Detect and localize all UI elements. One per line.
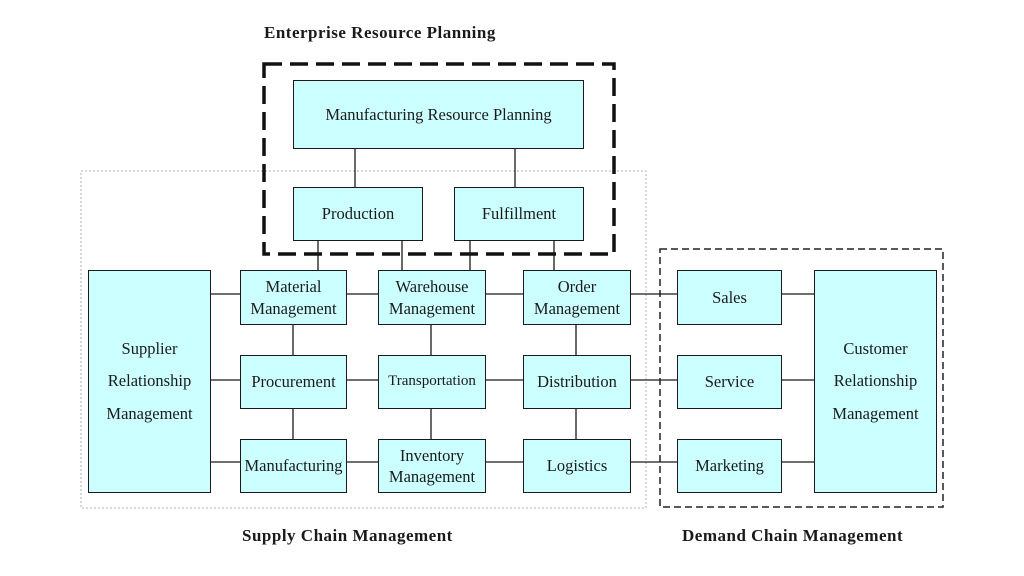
marketing-box-text: Marketing xyxy=(695,456,764,476)
srm-box-text-3: Management xyxy=(106,403,193,423)
warehouse-management-text-1: Warehouse xyxy=(395,277,469,297)
dcm-region-label: Demand Chain Management xyxy=(682,526,904,545)
marketing-box[interactable]: Marketing xyxy=(677,439,782,493)
production-box[interactable]: Production xyxy=(293,187,423,241)
warehouse-management-box[interactable]: Warehouse Management xyxy=(378,270,486,325)
crm-box-text-1: Customer xyxy=(843,339,908,359)
service-box[interactable]: Service xyxy=(677,355,782,409)
mrp-box[interactable]: Manufacturing Resource Planning xyxy=(293,80,584,149)
mrp-box-text: Manufacturing Resource Planning xyxy=(325,104,552,124)
material-management-text-1: Material xyxy=(265,277,322,297)
sales-box-text: Sales xyxy=(712,287,747,307)
srm-box[interactable]: Supplier Relationship Management xyxy=(88,270,211,493)
order-management-text-2: Management xyxy=(533,298,621,318)
distribution-box[interactable]: Distribution xyxy=(523,355,631,409)
service-box-text: Service xyxy=(704,372,755,392)
transportation-box[interactable]: Transportation xyxy=(378,355,486,409)
inventory-management-text-2: Management xyxy=(388,467,476,486)
logistics-box-text: Logistics xyxy=(546,456,608,476)
erp-region-label: Enterprise Resource Planning xyxy=(264,23,496,42)
transportation-box-text: Transportation xyxy=(388,373,476,390)
srm-box-text-1: Supplier xyxy=(121,339,178,359)
crm-box[interactable]: Customer Relationship Management xyxy=(814,270,937,493)
procurement-box[interactable]: Procurement xyxy=(240,355,347,409)
procurement-box-text: Procurement xyxy=(251,372,336,392)
order-management-text-1: Order xyxy=(557,277,597,297)
manufacturing-box-text: Manufacturing xyxy=(244,456,343,476)
logistics-box[interactable]: Logistics xyxy=(523,439,631,493)
warehouse-management-text-2: Management xyxy=(388,298,476,318)
material-management-box[interactable]: Material Management xyxy=(240,270,347,325)
crm-box-text-2: Relationship xyxy=(833,371,918,391)
fulfillment-box[interactable]: Fulfillment xyxy=(454,187,584,241)
inventory-management-box[interactable]: Inventory Management xyxy=(378,439,486,493)
scm-region-border xyxy=(80,170,647,509)
distribution-box-text: Distribution xyxy=(537,372,617,392)
material-management-text-2: Management xyxy=(250,298,337,318)
sales-box[interactable]: Sales xyxy=(677,270,782,325)
production-box-text: Production xyxy=(321,204,395,224)
dcm-region-border xyxy=(659,248,944,508)
erp-region-border xyxy=(262,62,616,256)
fulfillment-box-text: Fulfillment xyxy=(481,204,557,224)
inventory-management-text-1: Inventory xyxy=(399,445,465,465)
order-management-box[interactable]: Order Management xyxy=(523,270,631,325)
crm-box-text-3: Management xyxy=(832,403,919,423)
manufacturing-box[interactable]: Manufacturing xyxy=(240,439,347,493)
scm-region-label: Supply Chain Management xyxy=(242,526,453,545)
srm-box-text-2: Relationship xyxy=(107,371,192,391)
